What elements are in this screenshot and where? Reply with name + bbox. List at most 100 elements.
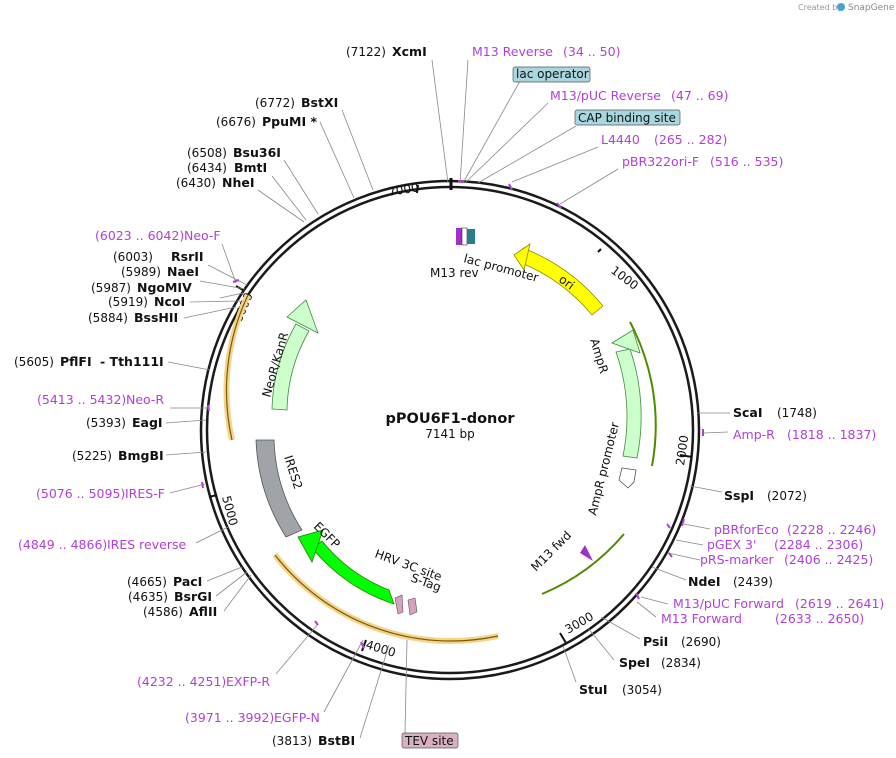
m13-fwd-label: M13 fwd [528, 528, 574, 574]
nhei-pos: (6430) [176, 176, 216, 190]
egfp-n-leader [323, 639, 364, 713]
tick-4000: 4000 [364, 637, 397, 659]
tick-7000: 7000 [387, 180, 419, 199]
bsshii-pos: (5884) [88, 311, 128, 325]
neo-f-leader [221, 243, 237, 284]
psii-pos: (2690) [681, 635, 721, 649]
ires-f-leader [169, 483, 206, 494]
lac-feature-purple [456, 228, 462, 245]
tick-5000: 5000 [219, 494, 240, 527]
bsrgi-leader [215, 571, 248, 597]
egfp-n-name: EGFP-N [274, 710, 320, 725]
pgex-leader [675, 539, 704, 546]
plasmid-name: pPOU6F1-donor [386, 411, 516, 427]
bstxi-leader [341, 109, 374, 191]
pbrforeco-range: (2228 .. 2246) [787, 522, 876, 537]
tick-2000-mark [679, 454, 693, 458]
prs-marker-range: (2406 .. 2425) [784, 552, 873, 567]
ori-arrowhead [513, 243, 531, 271]
pbr322ori-leader [559, 168, 619, 205]
m13puc-reverse-range: (47 .. 69) [671, 88, 728, 103]
rsrii-leader [207, 264, 248, 286]
ampr-label: AmpR [587, 337, 611, 375]
m13puc-reverse-name: M13/pUC Reverse [550, 88, 661, 103]
primer-labels: M13 Reverse (34 .. 50) M13/pUC Reverse (… [18, 44, 884, 725]
pflfi-leader [167, 361, 211, 371]
neo-f-name: Neo-F [184, 228, 221, 243]
stui-pos: (3054) [622, 683, 662, 697]
ires-reverse-name: IRES reverse [107, 537, 186, 552]
tick-4000-mark [361, 639, 367, 652]
ndei-name: NdeI [688, 574, 721, 589]
amp-r-name: Amp-R [733, 427, 775, 442]
naei-name: NaeI [167, 264, 199, 279]
m13-rev-label: M13 rev [430, 266, 479, 280]
ires-feature [255, 439, 303, 538]
ires-label: IRES2 [281, 454, 305, 491]
paci-leader [206, 566, 243, 582]
l4440-name: L4440 [601, 132, 640, 147]
neo-r-range: (5413 .. 5432) [37, 392, 126, 407]
ngomiv-pos: (5987) [91, 281, 131, 295]
bsu36i-leader [283, 159, 319, 215]
ori-feature [518, 247, 604, 316]
exfp-r-name: EXFP-R [226, 674, 270, 689]
spei-pos: (2834) [661, 656, 701, 670]
tev-site-label: TEV site [404, 734, 454, 748]
center-labels: pPOU6F1-donor 7141 bp [386, 411, 516, 441]
naei-leader [199, 280, 246, 290]
bsu36i-name: Bsu36I [233, 145, 281, 160]
lac-feature-white [461, 227, 468, 246]
m13puc-forward-name: M13/pUC Forward [673, 596, 784, 611]
psii-leader [600, 616, 641, 640]
m13-reverse-name: M13 Reverse [472, 44, 553, 59]
l4440-range: (265 .. 282) [654, 132, 727, 147]
sspi-pos: (2072) [767, 489, 807, 503]
bmti-pos: (6434) [187, 161, 227, 175]
prs-marker-name: pRS-marker [700, 552, 775, 567]
psii-name: PsiI [643, 634, 668, 649]
orf-egfp-line [274, 554, 499, 642]
tick-1000-mark [597, 248, 602, 253]
tick-7000-mark [416, 184, 419, 194]
l4440-leader [511, 146, 599, 183]
lac-feature-teal [467, 229, 475, 244]
egfp-arrowhead [297, 529, 324, 563]
m13-fwd-line-lower [541, 533, 625, 595]
ndei-leader [651, 566, 687, 581]
prs-marker-leader [667, 552, 701, 561]
ppumi-name: PpuMI * [262, 114, 317, 129]
m13-forward-range: (2633 .. 2650) [775, 611, 864, 626]
tth111i-name: - Tth111I [100, 354, 164, 369]
m13-fwd-line-upper [629, 321, 657, 467]
pbr322ori-name: pBR322ori-F [622, 154, 699, 169]
ncoi-leader [189, 300, 241, 303]
pbr322ori-range: (516 .. 535) [710, 154, 783, 169]
stui-leader [562, 645, 577, 683]
m13puc-forward-range: (2619 .. 2641) [795, 596, 884, 611]
bmgbi-leader [165, 451, 207, 456]
egfp-n-range: (3971 .. 3992) [185, 710, 274, 725]
bsshii-leader [183, 306, 237, 319]
stag-feature [407, 597, 418, 616]
bsrgi-name: BsrGI [174, 589, 212, 604]
neo-f-range: (6023 .. 6042) [95, 228, 184, 243]
ndei-pos: (2439) [733, 575, 773, 589]
pgex-range: (2284 .. 2306) [774, 537, 863, 552]
sspi-name: SspI [724, 488, 754, 503]
pgex-name: pGEX 3' [707, 537, 756, 552]
eagi-leader [165, 419, 207, 424]
m13-forward-leader [636, 601, 657, 618]
m13-reverse-leader [459, 59, 469, 184]
amp-r-leader [703, 431, 729, 434]
ngomiv-leader [219, 292, 244, 299]
nhei-name: NheI [222, 175, 255, 190]
paci-pos: (4665) [127, 575, 167, 589]
cap-site-label: CAP binding site [578, 111, 676, 125]
stui-name: StuI [579, 682, 608, 697]
bstxi-name: BstXI [301, 95, 338, 110]
xcmi-leader [431, 59, 449, 184]
ires-reverse-leader [195, 526, 229, 544]
lac-operator-label: lac operator [516, 67, 589, 81]
bsshii-name: BssHII [134, 310, 178, 325]
